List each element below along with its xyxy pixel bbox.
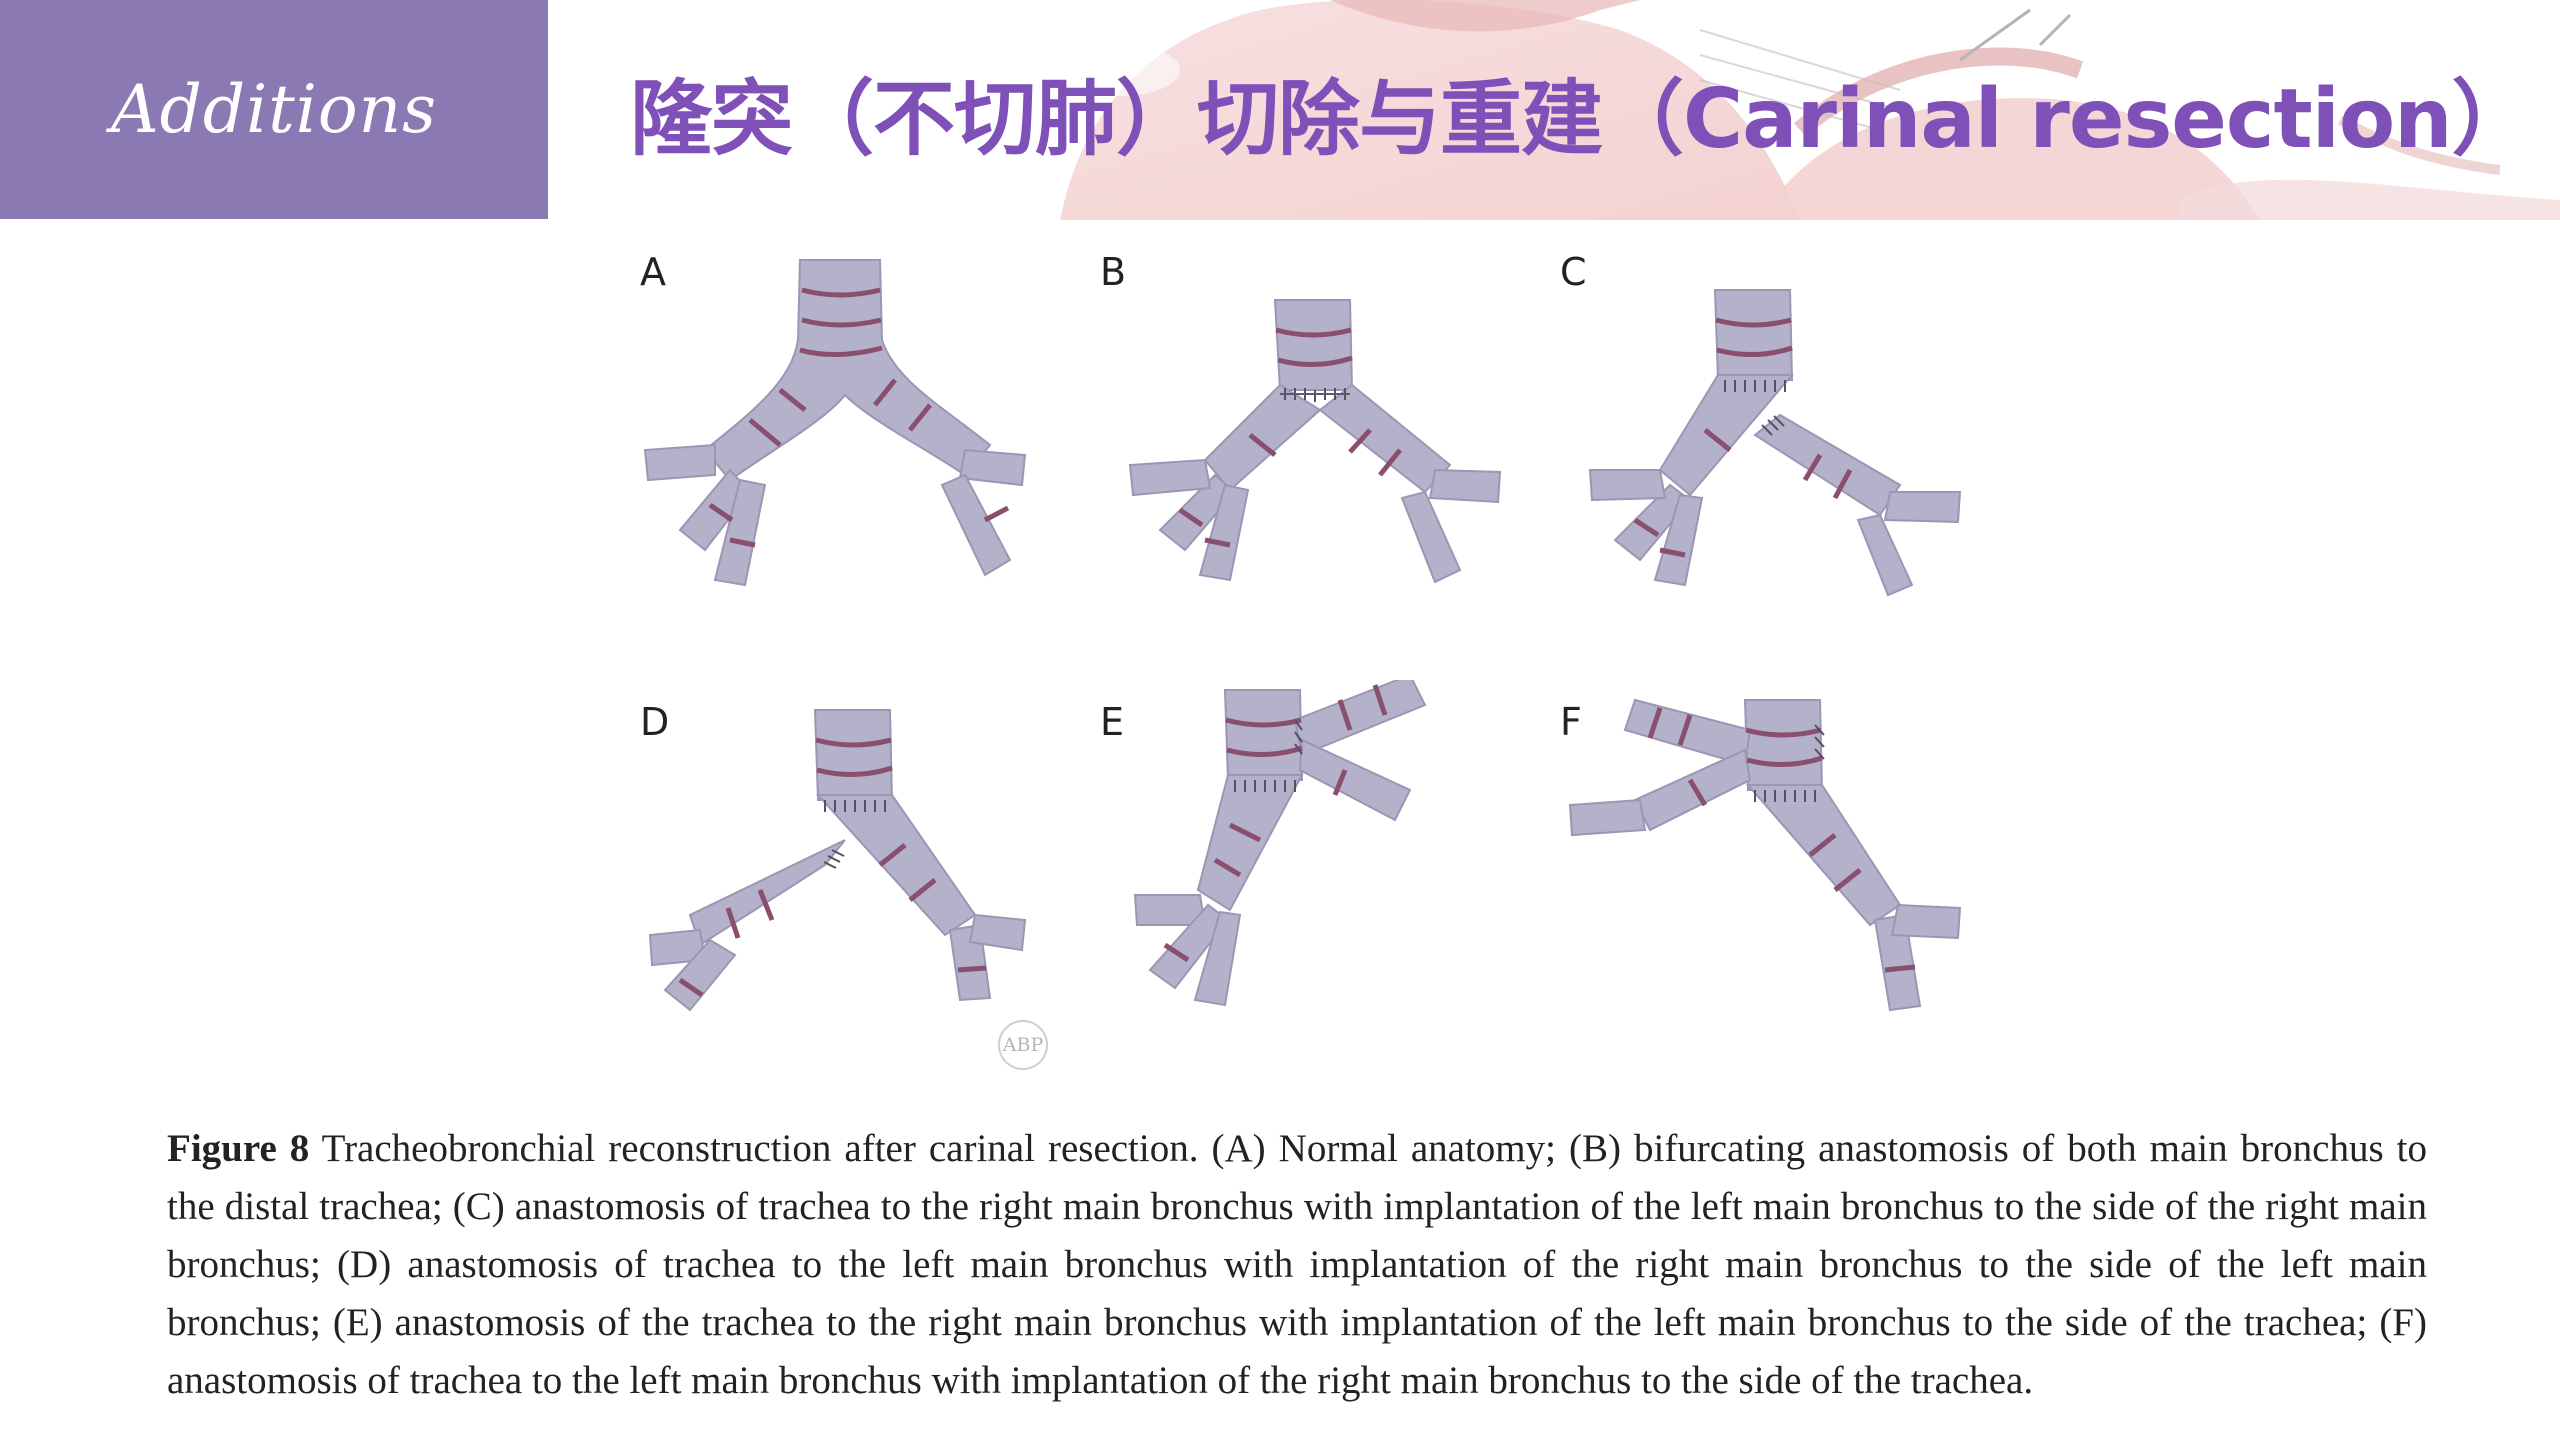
panel-letter: B [1100,250,1127,294]
airway-illustration-left-to-trachea [1133,680,1427,1007]
figure-panel-a: A [620,230,1060,650]
figure-caption: Figure 8 Tracheobronchial reconstruction… [167,1120,2427,1410]
figure-panel-c: C [1540,230,1980,650]
figure-panel-f: F [1540,680,1980,1100]
panel-letter: A [640,250,666,294]
panel-letter: E [1100,700,1125,744]
heart-illustration-background [1060,0,2560,220]
airway-illustration-normal [643,259,1027,587]
airway-illustration-right-anastomosis [1588,289,1962,597]
airway-illustration-right-to-trachea [1568,698,1962,1012]
slide-header: Additions 隆突（不切肺）切除与重建（Carinal resection… [0,0,2560,220]
illustrator-credit-mark: ABP [998,1020,1048,1070]
section-tag-label: Additions [110,71,437,148]
slide-title: 隆突（不切肺）切除与重建（Carinal resection） [630,72,2534,167]
figure-caption-label: Figure 8 [167,1127,310,1170]
figure-panel-e: E [1080,680,1520,1100]
panel-letter: C [1560,250,1587,294]
figure-panel-d: D [620,680,1060,1100]
panel-letter: F [1560,700,1582,744]
airway-illustration-bifurcating [1128,299,1502,584]
carinal-reconstruction-figure: A B [620,230,1980,1100]
figure-panel-b: B [1080,230,1520,650]
figure-caption-text: Tracheobronchial reconstruction after ca… [167,1127,2428,1402]
section-tag: Additions [0,0,548,219]
airway-illustration-left-anastomosis [648,709,1027,1012]
panel-letter: D [640,700,670,744]
